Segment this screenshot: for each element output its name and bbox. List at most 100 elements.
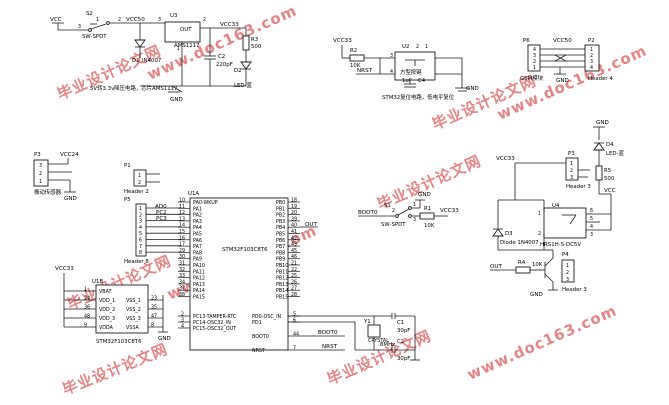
gnd-label: GND — [596, 120, 609, 126]
vcc33-label: VCC33 — [496, 156, 515, 162]
r2-ref: R2 — [350, 48, 357, 54]
vibration-header — [33, 159, 49, 187]
pin-num: 1 — [566, 263, 569, 269]
mcu-pin-label: PB0 — [276, 200, 285, 206]
mcu-u1a: U1A STM32F103C8T6 PA0-WKUP10PA111PA212PA… — [155, 191, 345, 354]
pin-num: 1 — [533, 65, 536, 71]
mcu-pin-number: 43 — [291, 242, 297, 248]
mcu-pin-label: PA10 — [193, 263, 205, 269]
pin-num: 3 — [533, 53, 536, 59]
p3-ref: P3 — [568, 151, 575, 157]
mcu-pin-label: PC14-OSC32_IN — [193, 320, 231, 326]
vibration-caption: 振动传感器 — [34, 188, 62, 196]
mcu-pin-label: PB11 — [276, 269, 288, 275]
pin-num: 1 — [39, 179, 42, 185]
r5-val: 500 — [604, 176, 615, 182]
watermark-text: 毕业设计论文网 — [60, 340, 171, 399]
u4-ref: U4 — [552, 203, 560, 209]
net-out: OUT — [305, 222, 317, 228]
mcu-pin-label: PB9 — [276, 257, 285, 263]
mcu-pin-number: 25 — [291, 273, 297, 279]
s1-ref: S1 — [384, 203, 391, 209]
mcu-pin-number: 7 — [293, 346, 296, 352]
mcu-part: STM32F103C8T6 — [222, 247, 268, 253]
u2-ref: U2 — [402, 44, 409, 50]
mcu-pin-number: 2 — [181, 312, 184, 318]
mcu-pin-number: 18 — [291, 198, 297, 204]
power-supply-section: VCC S2 3 1 2 SW-SPDT VCC50 U3 OUT 3 2 1 … — [50, 11, 262, 103]
mcu-pin-label: PA8 — [193, 250, 202, 256]
mcu-pin-number: 34 — [179, 279, 185, 285]
vibration-sensor-section: P3 3 2 1 VCC24 GND 振动传感器 — [33, 152, 79, 202]
pin-num: 6 — [590, 208, 593, 214]
mcu-power-unit-u1b: VCC33 U1B VBAT1VDD_124VDD_236VDD_348VDDA… — [55, 266, 171, 345]
relay-header-p4 — [561, 259, 575, 283]
crystal-section: Y1 8MHz CRYSTAL C1 30pF C2 30pF — [288, 313, 420, 362]
r4-val: 10K — [532, 262, 543, 268]
vcc50-label: VCC50 — [126, 17, 145, 23]
mcu-pin-number: 46 — [291, 254, 297, 260]
mcu-pin-number: 14 — [179, 223, 185, 229]
nrst-net: NRST — [357, 68, 373, 74]
mcu-pin-label: PA4 — [193, 225, 202, 231]
pin-num: 2 — [416, 44, 419, 50]
mcu-pin-label: PC13-TAMPER-RTC — [193, 314, 237, 320]
u1b-pin-number: 36 — [84, 305, 90, 311]
mcu-pin-number: 32 — [179, 267, 185, 273]
relay-header-p3 — [565, 157, 579, 181]
gnd-label: GND — [64, 196, 77, 202]
d2-part: LED-蓝 — [234, 81, 253, 89]
u1b-pin-number: 9 — [84, 323, 87, 329]
net-nrst: NRST — [322, 344, 338, 350]
mcu-pin-number: 37 — [179, 286, 185, 292]
regulator-u3 — [164, 21, 201, 43]
u1b-pin-number: 8 — [151, 323, 154, 329]
power-caption: 5V转3.3v降压电路，芯片AMS1117 — [90, 84, 178, 92]
gnd-label: GND — [170, 97, 183, 103]
mcu-pin-number: 16 — [179, 235, 185, 241]
mcu-pin-label: PA11 — [193, 269, 205, 275]
r1-resistor — [419, 212, 435, 220]
header2-section: P1 1 2 Header 2 — [124, 163, 160, 195]
y1-val: 8MHz — [380, 342, 395, 348]
watermark-url: www.doc163.com — [144, 1, 299, 83]
pin-num: 1 — [96, 17, 99, 23]
mcu-pin-label: PB4 — [276, 225, 285, 231]
c4-val: 1uF — [402, 78, 412, 84]
mcu-pin-label: PD1 — [252, 320, 262, 326]
mcu-pin-number: 31 — [179, 261, 185, 267]
mcu-pin-number: 15 — [179, 229, 185, 235]
header8-connector — [135, 203, 147, 257]
d1-part: IN4007 — [142, 58, 161, 64]
mcu-pin-number: 13 — [179, 216, 185, 222]
r5-resistor — [595, 165, 603, 181]
y1-type: CRYSTAL — [368, 338, 389, 344]
mcu-pin-label: PA1 — [193, 206, 202, 212]
u1b-pin-number: 35 — [151, 305, 157, 311]
pin-num: 8 — [139, 250, 142, 256]
u1b-pin-number: 24 — [84, 296, 90, 302]
u1b-pin-number: 23 — [151, 296, 157, 302]
mcu-pin-number: 10 — [179, 198, 185, 204]
mcu-pin-number: 30 — [179, 254, 185, 260]
gnd-label: GND — [530, 292, 543, 298]
p6-caption: GSM模块 — [520, 74, 544, 82]
pin-num: 1 — [425, 44, 428, 50]
header2-caption: Header 2 — [124, 189, 149, 195]
pin-num: 2 — [590, 53, 593, 59]
mcu-pin-label: PB8 — [276, 250, 285, 256]
r3-resistor — [242, 35, 250, 51]
boot-section: BOOT0 S1 2 1 3 SW-SPDT GND R1 10K VCC33 — [358, 192, 459, 229]
pin-num: 4 — [590, 65, 593, 71]
mcu-pin-label: PB1 — [276, 206, 285, 212]
mcu-pin-label: PB5 — [276, 232, 285, 238]
u1b-pin-label: VSS_1 — [126, 298, 141, 304]
y1-ref: Y1 — [363, 319, 371, 325]
p2-ref: P2 — [588, 38, 595, 44]
pin-num: 3 — [566, 277, 569, 283]
mcu-pin-number: 33 — [179, 273, 185, 279]
mcu-pin-number: 4 — [181, 324, 184, 330]
r4-ref: R4 — [518, 260, 526, 266]
p6-ref: P6 — [523, 38, 530, 44]
pin-num: 3 — [139, 219, 142, 225]
